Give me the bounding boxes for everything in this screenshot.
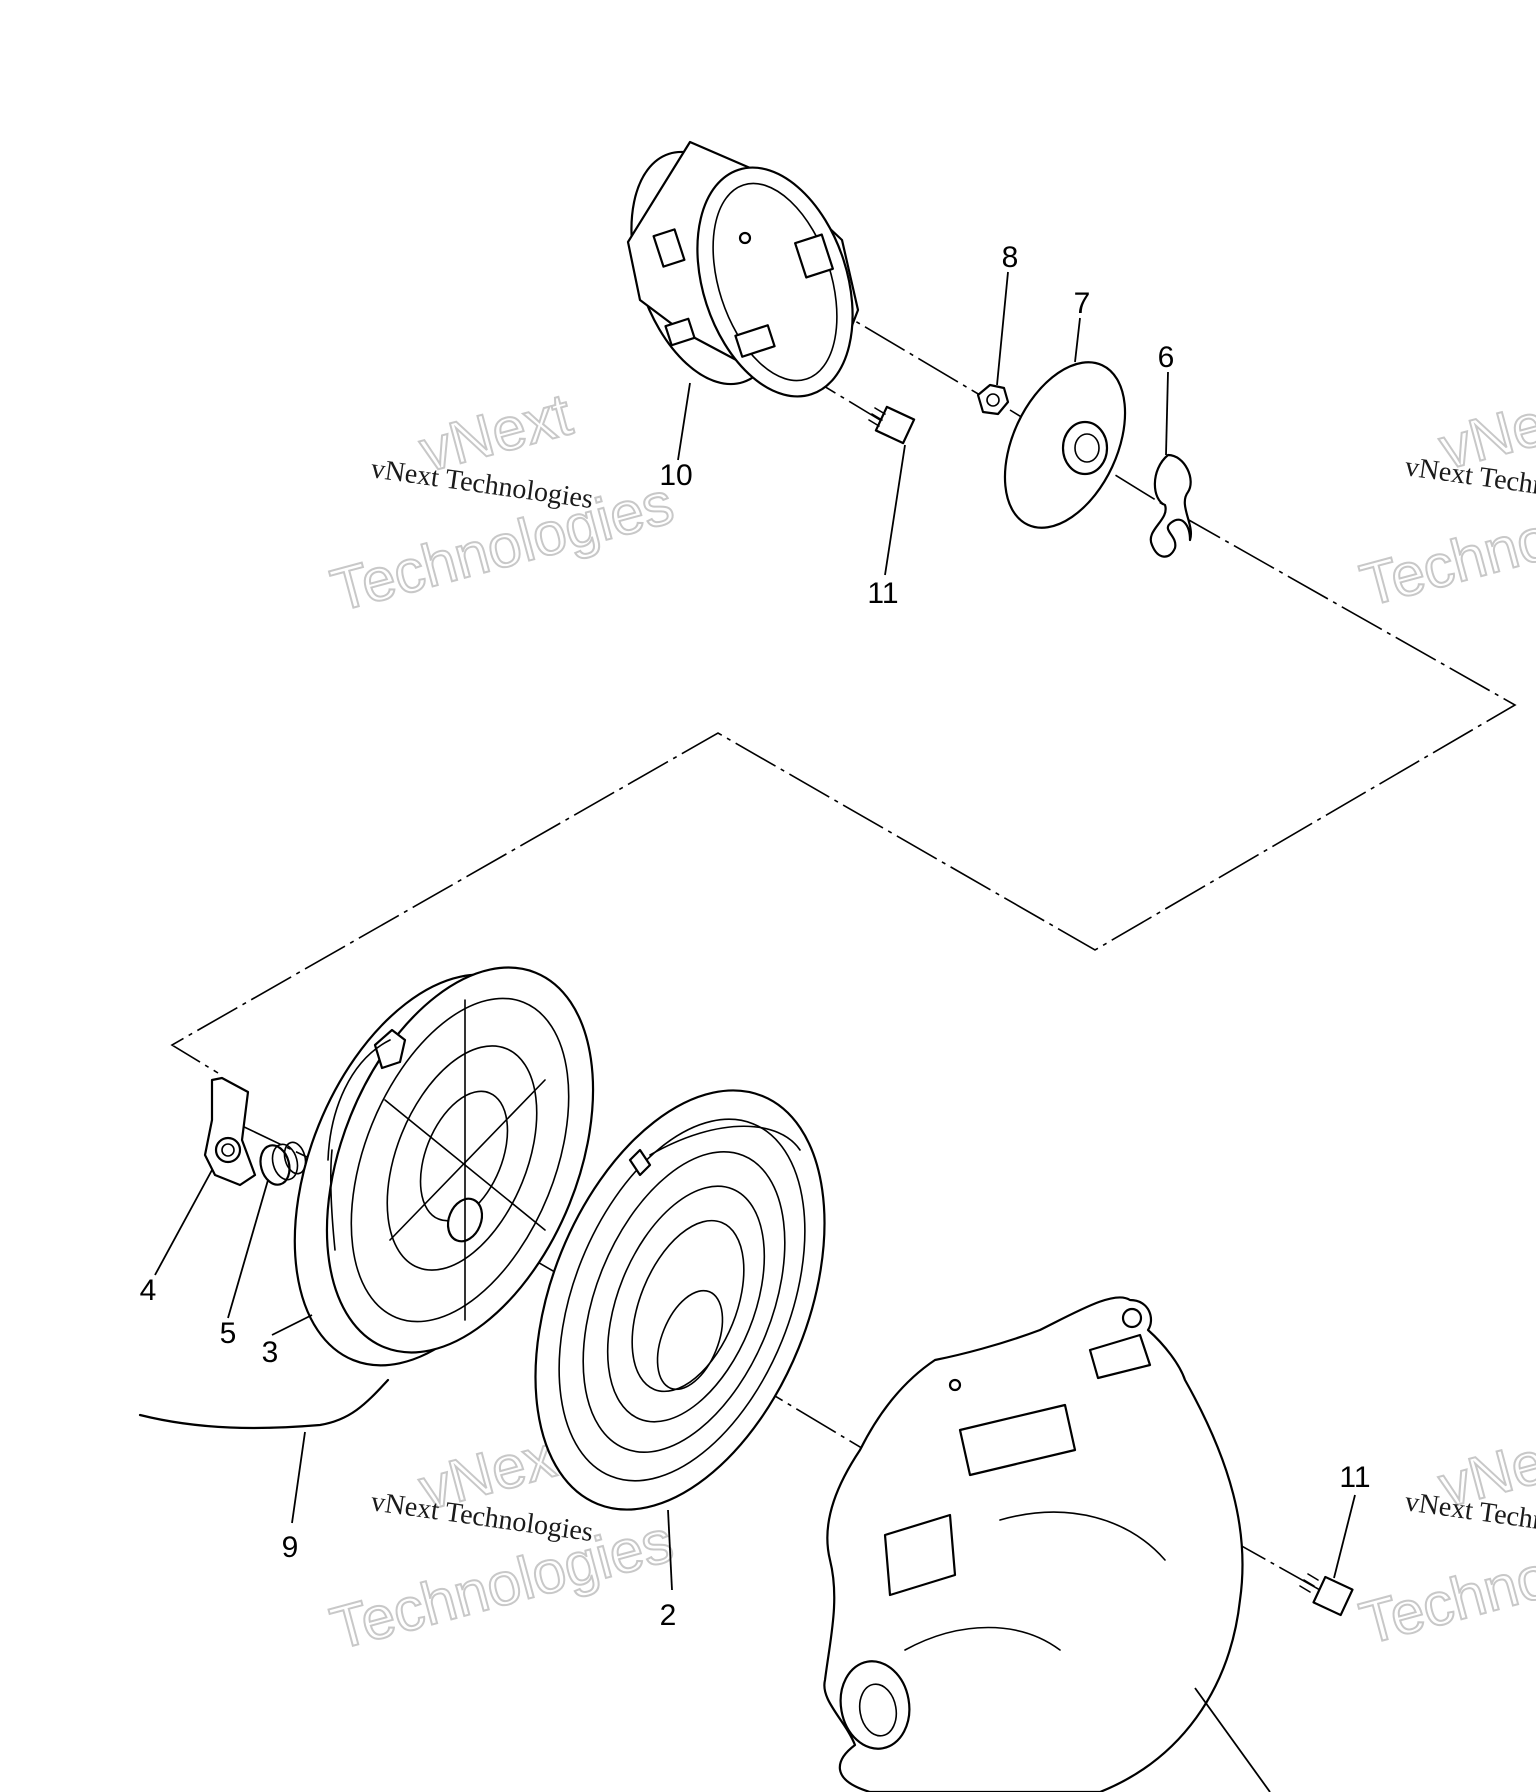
nut xyxy=(976,383,1010,416)
callout-recoil-spring: 2 xyxy=(660,1599,677,1632)
friction-plate xyxy=(1003,361,1127,529)
callout-bolt-lower: 11 xyxy=(1339,1461,1370,1494)
bolt-upper xyxy=(868,405,916,445)
callout-drive-drum: 10 xyxy=(659,459,692,492)
callout-nut: 8 xyxy=(1002,241,1019,274)
rope-reel xyxy=(293,966,595,1367)
callout-clip: 6 xyxy=(1158,341,1175,374)
callout-pawl: 4 xyxy=(140,1274,157,1307)
callout-starter-rope: 9 xyxy=(282,1531,299,1564)
watermark-top-right: vNext Technologies vNext Technologies xyxy=(1353,377,1536,620)
callout-bolt-upper: 11 xyxy=(867,577,898,610)
starter-case xyxy=(823,1296,1244,1792)
recoil-spring xyxy=(534,1089,826,1511)
callout-friction-plate: 7 xyxy=(1074,287,1091,320)
callout-labels: 8 7 6 10 11 4 5 3 9 2 11 xyxy=(140,241,1371,1632)
pawl xyxy=(203,1076,257,1187)
starter-rope xyxy=(138,1378,390,1430)
assembly-path-parallelogram xyxy=(170,514,1517,1074)
watermark-top-left: vNext Technologies vNext Technologies xyxy=(323,379,681,625)
leader-lines xyxy=(154,271,1356,1792)
bolt-lower xyxy=(1299,1573,1354,1617)
callout-pawl-spring: 5 xyxy=(220,1317,237,1350)
clip xyxy=(1149,453,1193,558)
callout-rope-reel: 3 xyxy=(262,1336,279,1369)
pawl-spring xyxy=(259,1141,307,1186)
drive-drum xyxy=(626,140,860,398)
watermark-bottom-right: vNext Technologies vNext Technologies xyxy=(1352,1415,1536,1658)
